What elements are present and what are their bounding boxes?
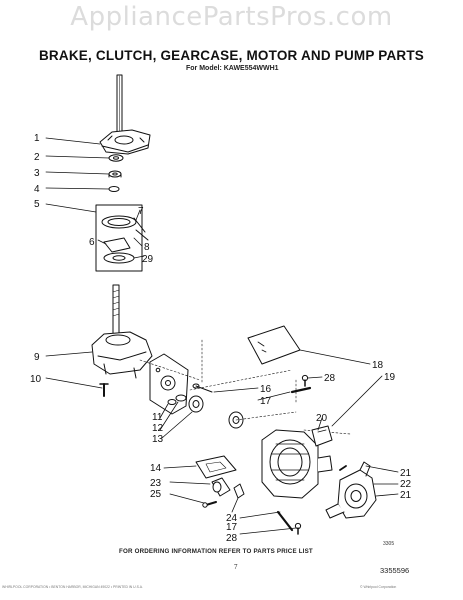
dashed-axis-guides (139, 339, 351, 435)
ordering-note: FOR ORDERING INFORMATION REFER TO PARTS … (119, 548, 313, 555)
callout-19: 19 (384, 372, 396, 383)
motor-mount-plate (149, 353, 189, 415)
callout-13: 13 (152, 434, 164, 445)
site-watermark: AppliancePartsPros.com (70, 2, 393, 32)
callout-28-lower: 28 (226, 533, 238, 544)
callout-9: 9 (34, 352, 40, 363)
model-line: For Model: KAWE554WWH1 (186, 65, 279, 72)
part-17-rod-lower (276, 510, 294, 532)
diagram-title: BRAKE, CLUTCH, GEARCASE, MOTOR AND PUMP … (38, 48, 425, 63)
callout-24: 24 (226, 513, 238, 524)
part-11-12-fasteners (167, 394, 187, 405)
callout-17-upper: 17 (260, 396, 272, 407)
part-4-ring (108, 186, 120, 192)
callout-labels: 1 2 3 4 5 6 7 8 29 9 10 11 12 13 16 17 1… (30, 133, 412, 544)
callout-7: 7 (138, 206, 144, 217)
callout-10: 10 (30, 374, 42, 385)
part-18-bag (247, 325, 301, 365)
callout-23: 23 (150, 478, 162, 489)
part-20-switch (311, 425, 333, 447)
callout-14: 14 (150, 463, 162, 474)
callout-2: 2 (34, 152, 40, 163)
callout-21-upper: 21 (400, 468, 412, 479)
callout-20: 20 (316, 413, 328, 424)
part-10-screw (99, 383, 109, 397)
copyright-fineprint: © Whirlpool Corporation (360, 585, 397, 589)
publication-number: 3355596 (380, 566, 410, 575)
callout-21-lower: 21 (400, 490, 412, 501)
part-5-brake-box (95, 204, 149, 272)
callout-1: 1 (34, 133, 40, 144)
callout-4: 4 (34, 184, 40, 195)
part-9-gearcase (91, 331, 153, 379)
legal-fineprint: WHIRLPOOL CORPORATION • BENTON HARBOR, M… (2, 585, 143, 589)
callout-29: 29 (142, 254, 154, 265)
callout-8: 8 (144, 242, 150, 253)
callout-11: 11 (152, 412, 163, 423)
drawing-code: 3305 (383, 541, 395, 547)
part-24-clip (233, 483, 245, 499)
callout-17-lower: 17 (226, 522, 238, 533)
part-28-lower-screw (294, 522, 302, 535)
part-25-screw (202, 501, 217, 508)
part-17-rod-upper (290, 386, 312, 394)
leader-lines (45, 137, 399, 535)
part-1-housing (99, 129, 151, 155)
part-3-nut (108, 170, 122, 178)
callout-5: 5 (34, 199, 40, 210)
callout-18: 18 (372, 360, 384, 371)
part-16-bolt (192, 383, 213, 393)
gearcase-shaft (112, 284, 120, 338)
callout-22: 22 (400, 479, 412, 490)
callout-28-upper: 28 (324, 373, 336, 384)
part-2-washer (108, 154, 124, 162)
part-28-upper-screw (301, 374, 309, 387)
callout-25: 25 (150, 489, 162, 500)
callout-16: 16 (260, 384, 272, 395)
part-19-motor (261, 429, 333, 499)
part-21-22-pump (325, 461, 377, 519)
callout-6: 6 (89, 237, 95, 248)
page-number: 7 (234, 563, 238, 571)
callout-12: 12 (152, 423, 164, 434)
callout-3: 3 (34, 168, 40, 179)
part-14-gasket (195, 455, 237, 479)
part-23-capacitor (211, 477, 231, 497)
part-13-coupling (188, 395, 244, 429)
